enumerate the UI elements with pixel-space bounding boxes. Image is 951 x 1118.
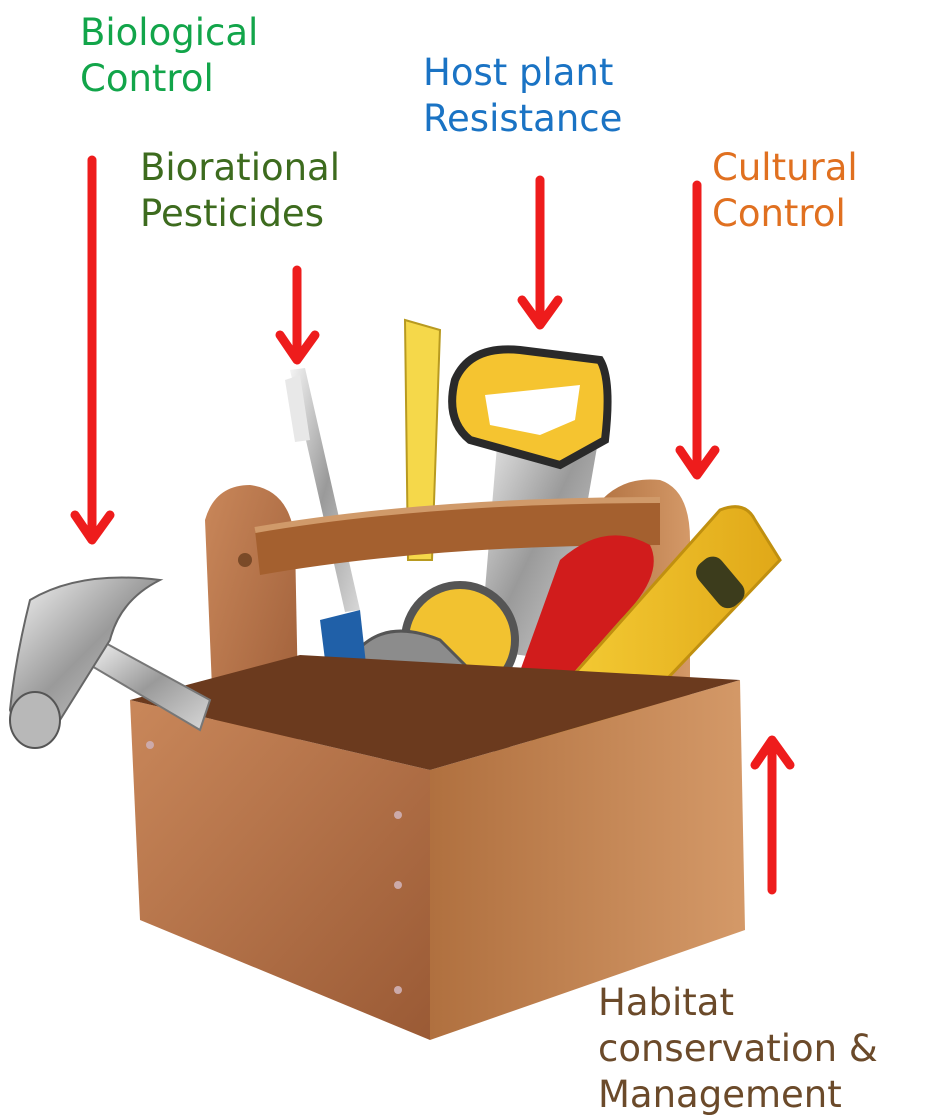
arrow-biological [75, 160, 110, 540]
arrow-host-plant [522, 180, 558, 325]
screwdriver [285, 368, 360, 612]
toolbox [130, 479, 780, 1040]
label-habitat-conservation: Habitat conservation & Management [598, 980, 878, 1118]
arrow-cultural [680, 185, 715, 475]
label-host-plant-resistance: Host plant Resistance [423, 50, 622, 142]
arrow-habitat [755, 740, 790, 890]
label-biorational-pesticides: Biorational Pesticides [140, 145, 340, 237]
label-biological-control: Biological Control [80, 10, 258, 102]
label-cultural-control: Cultural Control [712, 145, 858, 237]
arrow-biorational [280, 270, 315, 360]
